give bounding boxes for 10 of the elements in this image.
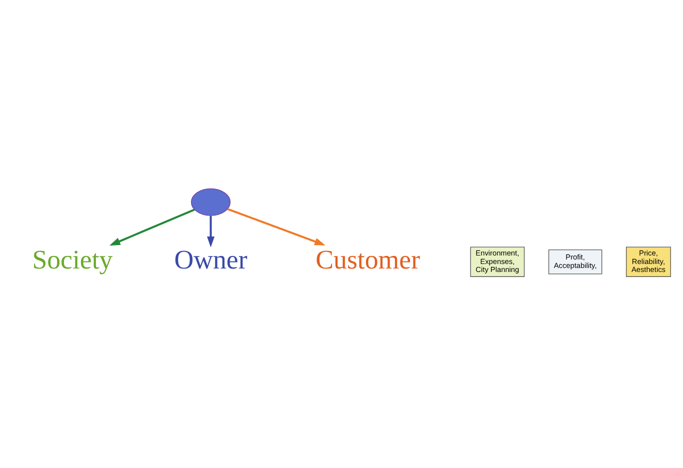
arrow xyxy=(227,208,326,246)
node-text: Society xyxy=(32,244,113,275)
node-box: Price, Reliability, Aesthetics xyxy=(626,246,671,277)
arrow xyxy=(206,216,215,248)
node-box: Profit, Acceptability, xyxy=(548,249,602,274)
node-text: Customer xyxy=(316,244,420,275)
node-text: Owner xyxy=(174,244,248,275)
arrow xyxy=(109,208,195,246)
node-box: Environment, Expenses, City Planning xyxy=(470,246,525,277)
node-circle xyxy=(190,188,231,216)
